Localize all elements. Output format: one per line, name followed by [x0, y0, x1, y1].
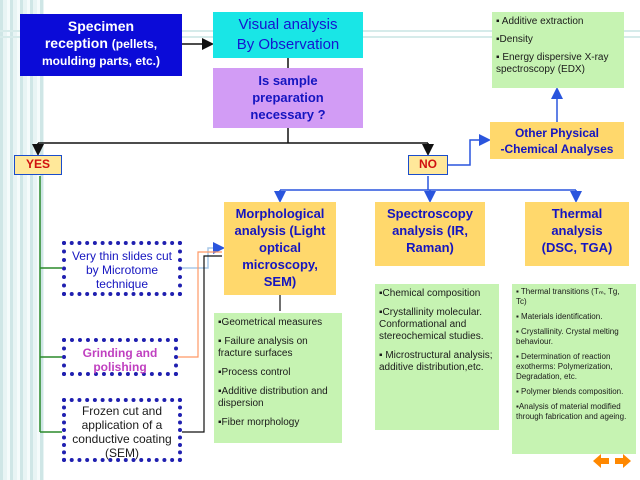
list-item: ▪ Crystallinity. Crystal melting behavio… [516, 327, 619, 346]
list-item: ▪Additive distribution and dispersion [218, 386, 328, 409]
reception-line3: moulding parts, etc.) [41, 54, 160, 68]
list-item: ▪Chemical composition [379, 288, 481, 299]
no-label: NO [408, 155, 448, 175]
thermal-results-list: ▪ Thermal transitions (Tₘ, Tg, Tc) ▪ Mat… [512, 284, 636, 454]
visual-analysis-box: Visual analysis By Observation [213, 12, 363, 58]
list-item: ▪ Determination of reaction exotherms: P… [516, 352, 613, 381]
yes-label: YES [14, 155, 62, 175]
thermal-line2: analysis [551, 223, 603, 238]
frozen-line2: application of a [81, 418, 163, 432]
arrow-microtome-morph [182, 242, 225, 269]
thermal-line3: (DSC, TGA) [541, 240, 613, 255]
arrow-right-icon[interactable] [615, 454, 631, 468]
spectro-line2: analysis (IR, [392, 223, 468, 238]
specimen-reception-box: Specimen reception (pellets, moulding pa… [20, 14, 182, 76]
list-item: ▪Fiber morphology [218, 417, 300, 428]
microtome-line3: technique [95, 277, 149, 291]
morph-line2: analysis (Light [234, 223, 326, 238]
list-item: ▪Process control [218, 367, 291, 378]
microtome-line2: by Microtome [85, 263, 159, 277]
frozen-line4: (SEM) [105, 446, 139, 460]
slide-navigation [590, 452, 634, 475]
grinding-polishing-box: Grinding and polishing [62, 338, 178, 376]
decorative-stripe [0, 0, 44, 480]
nav-arrows [593, 454, 631, 468]
morph-line1: Morphological [235, 206, 325, 221]
morphological-analysis-box: Morphological analysis (Light optical mi… [224, 202, 336, 295]
frozen-cut-box: Frozen cut and application of a conducti… [62, 398, 182, 462]
reception-line2: reception [44, 35, 108, 51]
list-item: ▪ Materials identification. [516, 312, 603, 321]
morph-line4: microscopy, [242, 257, 318, 272]
list-item: ▪ Thermal transitions (Tₘ, Tg, Tc) [516, 287, 620, 306]
prep-line1: Is sample [258, 73, 318, 88]
morph-line5: SEM) [263, 274, 297, 289]
prep-line3: necessary ? [250, 107, 326, 122]
arrow-grinding-morph [178, 251, 222, 358]
other-line1: Other Physical [514, 126, 600, 140]
morphology-results-list: ▪Geometrical measures ▪ Failure analysis… [214, 313, 342, 443]
spectro-line3: Raman) [406, 240, 454, 255]
frozen-line3: conductive coating [72, 432, 172, 446]
list-item: ▪Geometrical measures [218, 317, 323, 328]
reception-line2-small: (pellets, [111, 37, 158, 51]
spectro-line1: Spectroscopy [387, 206, 473, 221]
thermal-line1: Thermal [551, 206, 603, 221]
list-item: ▪Analysis of material modified through f… [516, 402, 627, 421]
spectroscopy-results-list: ▪Chemical composition ▪Crystallinity mol… [375, 284, 499, 430]
list-item: ▪Crystallinity molecular. Conformational… [379, 307, 484, 342]
thermal-analysis-box: Thermal analysis (DSC, TGA) [525, 202, 629, 266]
microtome-line1: Very thin slides cut [71, 249, 173, 263]
list-item: ▪ Energy dispersive X-ray spectroscopy (… [496, 52, 609, 75]
visual-line1: Visual analysis [238, 16, 338, 33]
morph-line3: optical [259, 240, 301, 255]
visual-line2: By Observation [236, 36, 340, 53]
arrow-left-icon[interactable] [593, 454, 609, 468]
other-analyses-list: ▪ Additive extraction ▪Density ▪ Energy … [492, 12, 624, 88]
other-physical-chemical-box: Other Physical -Chemical Analyses [490, 122, 624, 159]
grinding-line2: polishing [93, 360, 147, 374]
microtome-box: Very thin slides cut by Microtome techni… [62, 241, 182, 296]
frozen-line1: Frozen cut and [81, 404, 163, 418]
other-line2: -Chemical Analyses [500, 142, 614, 156]
list-item: ▪Density [496, 34, 533, 45]
reception-line1: Specimen [67, 18, 135, 34]
list-item: ▪ Failure analysis on fracture surfaces [218, 336, 308, 359]
list-item: ▪ Additive extraction [496, 16, 584, 27]
grinding-line1: Grinding and [82, 346, 158, 360]
prep-line2: preparation [252, 90, 324, 105]
arrow-no-other [448, 134, 491, 166]
sample-prep-question-box: Is sample preparation necessary ? [213, 68, 363, 128]
list-item: ▪ Microstructural analysis; additive dis… [379, 350, 493, 373]
list-item: ▪ Polymer blends composition. [516, 387, 624, 396]
spectroscopy-analysis-box: Spectroscopy analysis (IR, Raman) [375, 202, 485, 266]
arrow-frozen-morph [182, 255, 222, 433]
